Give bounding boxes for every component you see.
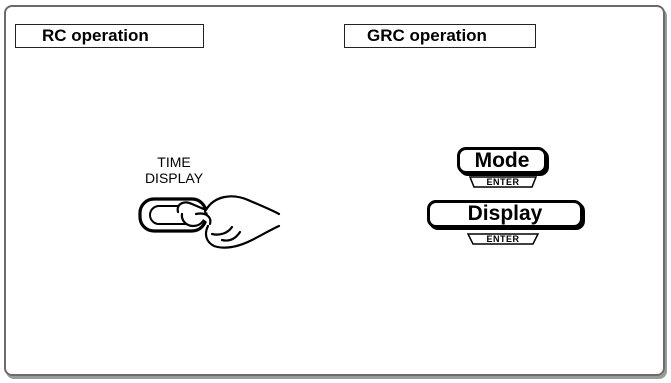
- instruction-panel: [4, 5, 665, 376]
- time-display-caption: TIME DISPLAY: [119, 154, 229, 186]
- display-enter-tab-outline: [466, 233, 540, 245]
- grc-operation-label: GRC operation: [344, 24, 536, 48]
- mode-key[interactable]: Mode: [457, 147, 547, 174]
- pressing-hand-icon: [176, 195, 281, 249]
- rc-operation-label: RC operation: [15, 24, 204, 48]
- display-caption-line: DISPLAY: [144, 170, 204, 186]
- mode-enter-label: ENTER: [486, 177, 520, 187]
- time-caption-line: TIME: [157, 154, 191, 170]
- display-key[interactable]: Display: [427, 200, 583, 228]
- display-enter-label: ENTER: [486, 234, 520, 244]
- mode-enter-tab-outline: [468, 176, 538, 188]
